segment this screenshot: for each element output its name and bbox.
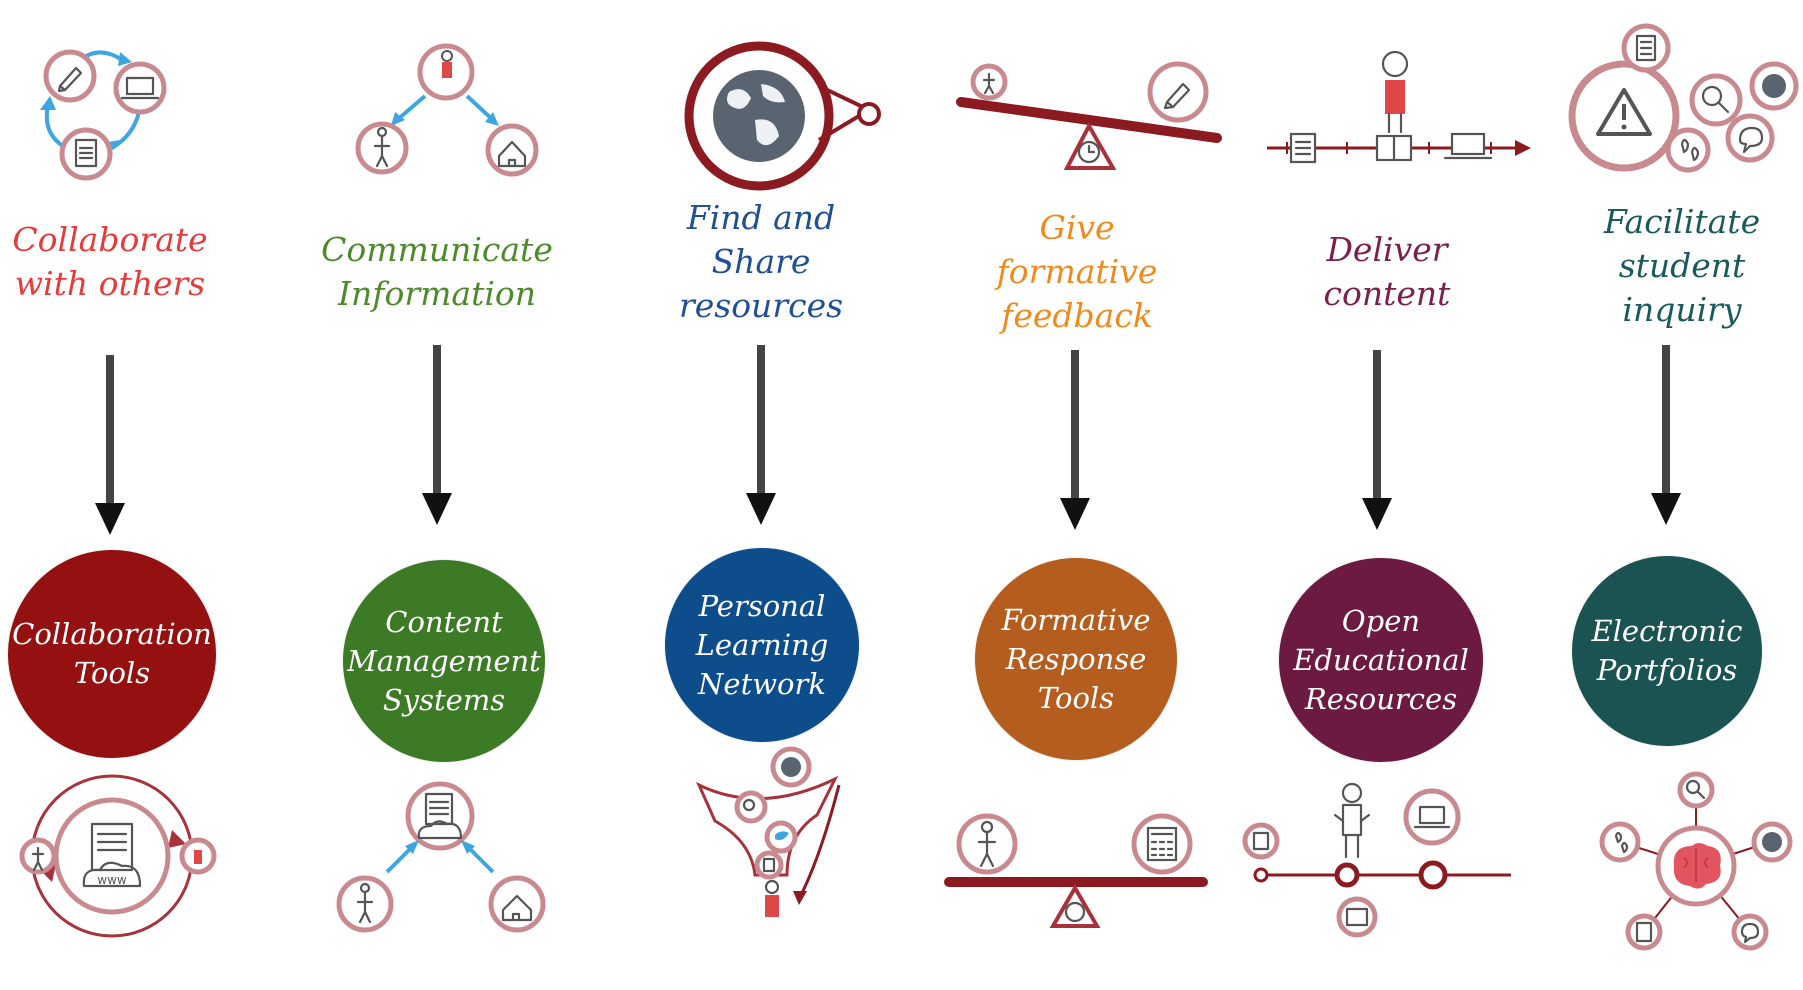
tool-disc-pln: Personal Learning Network: [665, 548, 859, 742]
verb-label: Find and Share resources: [678, 198, 844, 325]
cms-network-icon: [336, 781, 546, 933]
timeline-icon: [1267, 50, 1531, 164]
down-arrow: [422, 345, 452, 525]
tool-disc-formative: Formative Response Tools: [975, 558, 1177, 760]
down-arrow: [1060, 350, 1090, 530]
verb-label: Collaborate with others: [12, 220, 208, 303]
oer-timeline-icon: [1242, 782, 1511, 938]
verb-label: Facilitate student inquiry: [1603, 202, 1761, 329]
down-arrow: [746, 345, 776, 525]
tool-label: Personal Learning Network: [695, 588, 829, 701]
www-label: www: [97, 873, 127, 887]
tool-disc-cms: Content Management Systems: [343, 560, 545, 762]
brain-network-icon: [1599, 771, 1793, 951]
column-communicate: Communicate Information Content Manageme…: [287, 0, 587, 951]
tool-disc-portfolios: Electronic Portfolios: [1572, 556, 1762, 746]
column-deliver: Deliver content Open Educational Resourc…: [1237, 0, 1537, 951]
column-collaborate: Collaborate with others Collaboration To…: [0, 0, 260, 951]
inquiry-cluster-icon: [1568, 23, 1799, 173]
tool-label: Open Educational Resources: [1293, 603, 1469, 716]
collaboration-cloud-icon: www: [19, 774, 217, 938]
verb-label: Communicate Information: [321, 230, 553, 313]
communicate-network-icon: [355, 43, 539, 177]
tool-disc-oer: Open Educational Resources: [1279, 558, 1483, 762]
down-arrow: [1651, 345, 1681, 525]
column-formative: Give formative feedback Formative Respon…: [927, 0, 1227, 951]
tool-disc-collaboration: Collaboration Tools: [8, 550, 216, 758]
seesaw-icon: [956, 61, 1222, 170]
column-facilitate: Facilitate student inquiry Electronic Po…: [1532, 0, 1803, 951]
down-arrow: [1362, 350, 1392, 530]
tool-label: Content Management Systems: [347, 604, 541, 717]
column-find-share: Find and Share resources Personal Learni…: [611, 0, 911, 951]
verb-label: Give formative feedback: [996, 208, 1158, 335]
seesaw-calculator-icon: [944, 813, 1208, 928]
globe-magnifier-icon: [684, 41, 881, 191]
verb-label: Deliver content: [1323, 230, 1451, 313]
tool-label: Collaboration Tools: [12, 617, 212, 690]
down-arrow: [95, 355, 125, 535]
collaborate-cycle-icon: [40, 49, 167, 181]
funnel-icon: [695, 746, 841, 917]
tool-label: Electronic Portfolios: [1591, 614, 1743, 687]
tool-label: Formative Response Tools: [1001, 602, 1151, 715]
